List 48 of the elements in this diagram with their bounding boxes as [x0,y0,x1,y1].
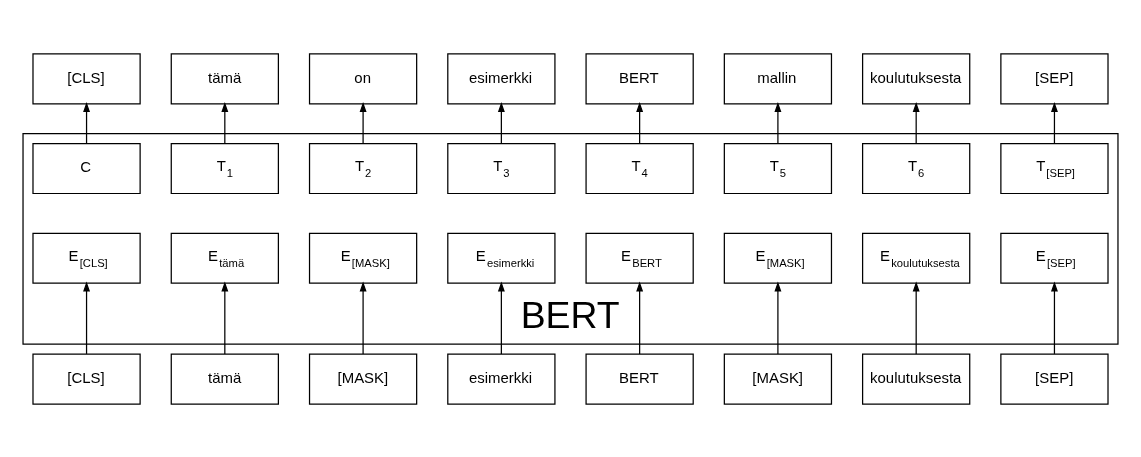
arrow [497,281,505,355]
arrow [774,281,782,355]
arrow [912,281,920,355]
arrow [221,281,229,355]
arrow [221,101,229,144]
arrow [83,101,91,144]
node-box: E$_{[CLS]}$ [32,232,141,284]
arrow [83,281,91,355]
node-box: T$_{4}$ [585,142,694,194]
node-box: E$_{[MASK]}$ [723,232,833,284]
node-box: E$_{BERT}$ [585,232,694,284]
arrow [1050,101,1058,144]
arrow [359,101,367,144]
arrow [912,101,920,144]
node-box: esimerkki [447,52,556,104]
node-box: esimerkki [447,353,556,405]
node-box: E$_{koulutuksesta}$ [862,232,971,284]
node-box: tämä [170,353,279,405]
node-box: koulutuksesta [862,52,971,104]
node-box: BERT [585,52,694,104]
arrow [359,281,367,355]
node-box: T$_{[SEP]}$ [1000,142,1109,194]
arrow [774,101,782,144]
node-box: [CLS] [32,52,141,104]
node-box: E$_{esimerkki}$ [447,232,556,284]
node-box: E$_{[SEP]}$ [1000,232,1109,284]
arrow [497,101,505,144]
arrow [636,101,644,144]
arrow [636,281,644,355]
node-box: [MASK] [308,353,418,405]
arrow [1050,281,1058,355]
node-box: T$_{2}$ [308,142,418,194]
node-box: mallin [723,52,833,104]
node-box: BERT [585,353,694,405]
node-box: T$_{5}$ [723,142,833,194]
node-box: T$_{3}$ [447,142,556,194]
node-box: koulutuksesta [862,353,971,405]
node-box: E$_{[MASK]}$ [308,232,418,284]
node-box: [SEP] [1000,353,1109,405]
node-box: [MASK] [723,353,833,405]
node-box: tämä [170,52,279,104]
node-box: T$_{1}$ [170,142,279,194]
node-box: T$_{6}$ [862,142,971,194]
node-box: [SEP] [1000,52,1109,104]
node-box: C [32,142,141,194]
node-box: E$_{tämä}$ [170,232,279,284]
node-box: on [308,52,418,104]
node-box: [CLS] [32,353,141,405]
